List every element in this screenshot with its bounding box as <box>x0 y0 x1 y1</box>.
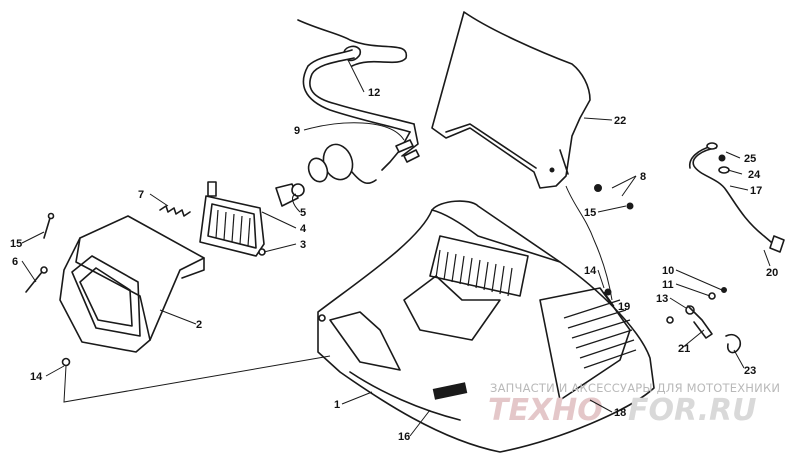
callout-25: 25 <box>744 153 756 165</box>
watermark-brand-left: ТЕХНО <box>488 393 603 428</box>
headlight-shroud <box>59 215 205 353</box>
callout-19: 19 <box>618 301 630 313</box>
callout-5: 5 <box>300 207 306 219</box>
bulb-socket <box>307 143 377 185</box>
callout-23: 23 <box>744 365 756 377</box>
callout-1: 1 <box>334 399 340 411</box>
callout-12: 12 <box>368 87 380 99</box>
callout-10: 10 <box>662 265 674 277</box>
callout-4: 4 <box>300 223 307 235</box>
watermark-brand-right: FOR.RU <box>628 393 757 428</box>
connecting-lines <box>63 185 613 403</box>
callout-21: 21 <box>678 343 690 355</box>
callout-24: 24 <box>748 169 761 181</box>
headlight-lens <box>199 181 266 257</box>
callout-18: 18 <box>614 407 626 419</box>
callout-9: 9 <box>294 125 300 137</box>
left-fasteners <box>25 212 71 367</box>
callout-14-left: 14 <box>30 371 43 383</box>
callout-13: 13 <box>656 293 668 305</box>
hood-vents <box>429 235 529 297</box>
watermark: ЗАПЧАСТИ И АКСЕССУАРЫ ДЛЯ МОТОТЕХНИКИ ТЕ… <box>488 381 780 428</box>
callout-15-left: 15 <box>10 238 22 250</box>
leader-lines <box>21 59 771 437</box>
callout-2: 2 <box>196 319 202 331</box>
adjuster-spring <box>159 205 191 217</box>
windshield <box>431 11 591 189</box>
cable-assembly <box>688 142 785 253</box>
callout-6: 6 <box>12 256 18 268</box>
callout-17: 17 <box>750 185 762 197</box>
callout-20: 20 <box>766 267 778 279</box>
headlight-bulb <box>275 183 305 207</box>
callout-7: 7 <box>138 189 144 201</box>
callout-14-right: 14 <box>584 265 597 277</box>
callout-16: 16 <box>398 431 410 443</box>
hood-side-grille <box>563 299 637 369</box>
watermark-tagline: ЗАПЧАСТИ И АКСЕССУАРЫ ДЛЯ МОТОТЕХНИКИ <box>490 381 780 395</box>
callout-15-right: 15 <box>584 207 596 219</box>
hood <box>317 200 655 453</box>
callouts: 1 2 3 4 5 6 7 8 9 10 11 12 13 14 14 15 1… <box>10 87 778 443</box>
latch-hardware <box>594 184 742 354</box>
callout-11: 11 <box>662 279 674 291</box>
callout-3: 3 <box>300 239 306 251</box>
wiring-harness <box>297 19 420 171</box>
callout-22: 22 <box>614 115 626 127</box>
callout-8: 8 <box>640 171 646 183</box>
